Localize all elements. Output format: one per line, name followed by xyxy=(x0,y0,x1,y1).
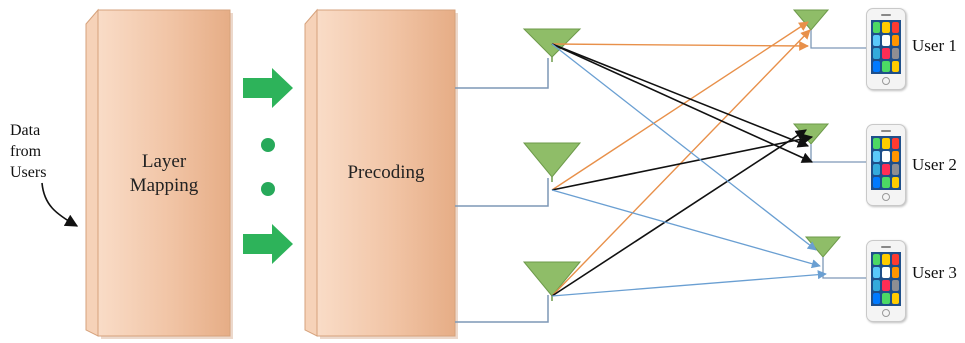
user-1-phone-icon xyxy=(866,8,906,90)
layer-mapping-label-line-2: Mapping xyxy=(129,175,199,196)
rx-antenna-1 xyxy=(792,9,830,31)
link-black-tx2-user2 xyxy=(551,133,814,191)
layer-mapping-block xyxy=(85,8,233,339)
link-black-tx3-user2 xyxy=(551,129,807,297)
green-arrow-bottom xyxy=(243,224,293,264)
precoding-label: Precoding xyxy=(347,162,425,183)
link-orange-tx1-user1 xyxy=(551,41,809,51)
tx-antenna-2 xyxy=(522,142,582,182)
user-1-label: User 1 xyxy=(912,36,957,55)
green-arrow-top xyxy=(243,68,293,108)
input-label-line-1: Data xyxy=(10,122,41,139)
link-blue-tx2-user3 xyxy=(551,189,821,269)
input-label: Data from Users xyxy=(10,120,46,183)
user-3-label: User 3 xyxy=(912,263,957,282)
user-2-phone-icon xyxy=(866,124,906,206)
link-blue-tx1-user3 xyxy=(551,43,817,251)
input-label-line-2: from xyxy=(10,143,42,160)
user-2-label: User 2 xyxy=(912,155,957,174)
precoding-block xyxy=(304,8,458,339)
continuation-dot-1 xyxy=(261,138,275,152)
link-black-tx1-user2a xyxy=(551,43,810,148)
input-label-line-3: Users xyxy=(10,164,47,181)
user-3-phone-icon xyxy=(866,240,906,322)
link-orange-tx2-user1 xyxy=(551,21,809,191)
layer-mapping-label-line-1: Layer xyxy=(141,151,187,172)
layer-mapping-label: Layer Mapping xyxy=(98,150,230,198)
links-blue xyxy=(551,43,827,297)
tx-antenna-1 xyxy=(522,28,582,62)
links-black xyxy=(551,43,814,297)
link-blue-tx3-user3 xyxy=(551,270,827,297)
feed-lines xyxy=(455,58,549,323)
continuation-dot-2 xyxy=(261,182,275,196)
links-orange xyxy=(551,21,811,297)
input-curved-arrow xyxy=(41,182,79,227)
link-black-tx1-user2b xyxy=(551,43,814,163)
tx-antenna-3 xyxy=(522,261,582,301)
